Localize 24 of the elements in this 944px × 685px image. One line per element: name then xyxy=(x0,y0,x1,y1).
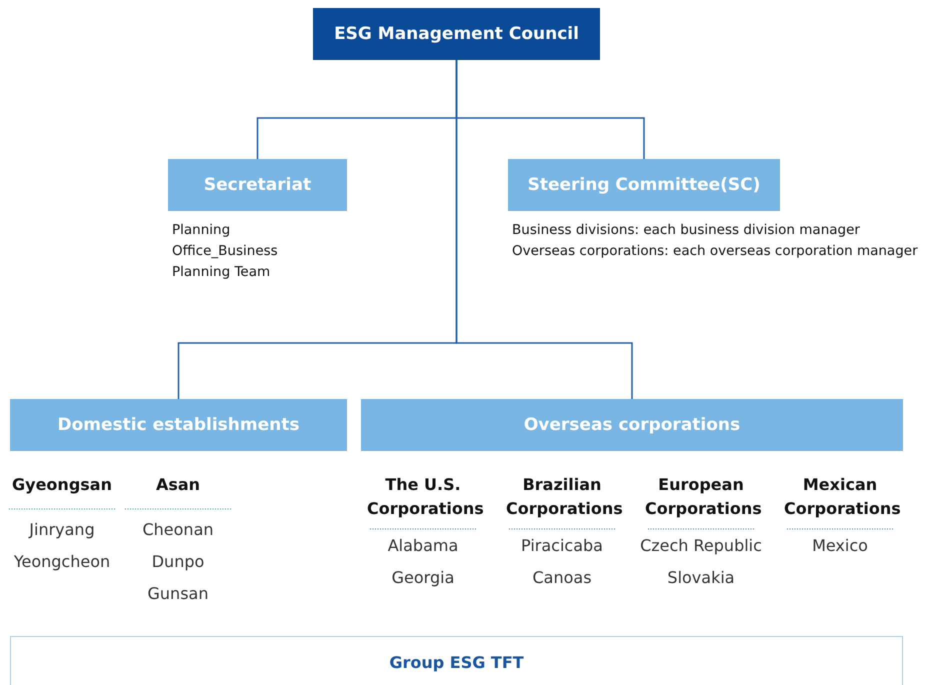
note-text: Planning Office_Business Planning Team xyxy=(172,221,279,282)
council-box: ESG Management Council xyxy=(313,8,600,60)
group-header-box: Domestic establishments xyxy=(10,399,347,451)
site-name: Yeongcheon xyxy=(14,552,110,572)
column-heading: Asan xyxy=(156,474,200,496)
connector-line xyxy=(456,60,633,399)
site-name: Gunsan xyxy=(148,584,208,604)
site-name: Czech Republic xyxy=(640,536,762,556)
site-name: Alabama xyxy=(388,536,458,556)
group-header-box: Overseas corporations xyxy=(361,399,903,451)
note-text: Overseas corporations: each overseas corporation manager xyxy=(512,242,918,261)
department-box: Secretariat xyxy=(168,159,347,211)
site-name: Dunpo xyxy=(152,552,204,572)
site-name: Piracicaba xyxy=(521,536,603,556)
note-text: Business divisions: each business division manager xyxy=(512,221,860,240)
committee-box: Steering Committee(SC) xyxy=(508,159,780,211)
site-name: Georgia xyxy=(392,568,454,588)
site-name: Slovakia xyxy=(667,568,735,588)
site-name: Canoas xyxy=(532,568,592,588)
site-name: Cheonan xyxy=(142,520,214,540)
site-name: Mexico xyxy=(812,536,868,556)
column-heading: Gyeongsan xyxy=(12,474,112,496)
task-force-box: Group ESG TFT xyxy=(10,636,903,685)
site-name: Jinryang xyxy=(29,520,95,540)
